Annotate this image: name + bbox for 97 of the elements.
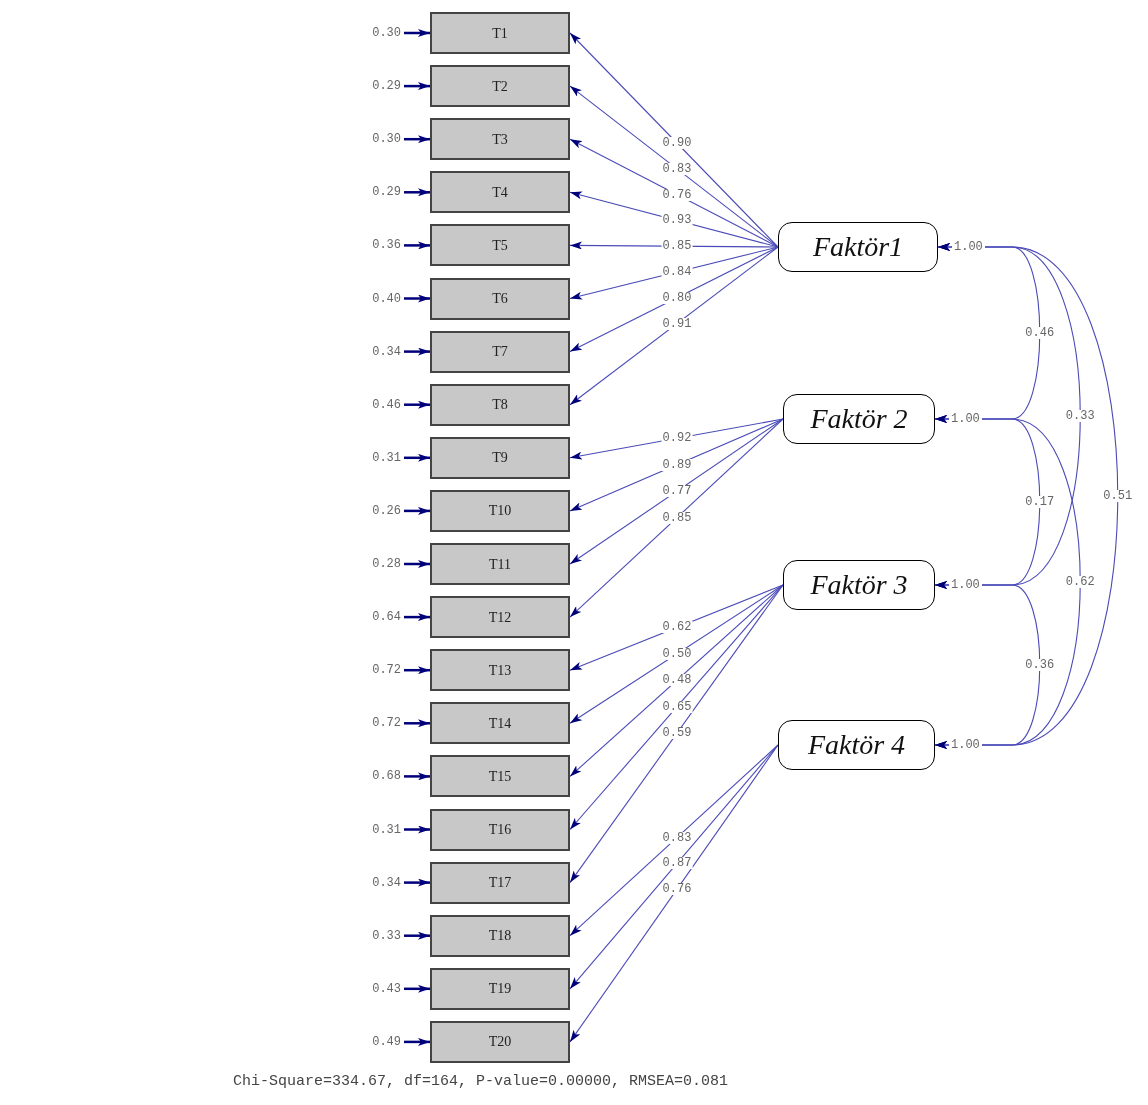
observed-variable-box: T11 <box>430 543 570 585</box>
edge-label: 0.34 <box>371 876 402 889</box>
observed-variable-box: T12 <box>430 596 570 639</box>
variance-label: 1.00 <box>949 739 982 751</box>
edge-label: 0.92 <box>661 432 693 445</box>
edge-label: 0.50 <box>661 647 693 660</box>
edge-label: 0.33 <box>371 929 402 942</box>
edge-label: 0.33 <box>1064 410 1096 422</box>
arrow <box>569 584 784 724</box>
arrow <box>404 29 430 37</box>
arrow <box>404 1037 430 1046</box>
edge-label: 0.83 <box>661 831 693 844</box>
arrow <box>404 719 430 728</box>
arrow <box>404 931 430 940</box>
arrow <box>569 85 779 248</box>
edge-label: 0.40 <box>371 292 402 305</box>
arrow <box>404 666 430 675</box>
arrow <box>569 418 784 565</box>
edge-label: 0.80 <box>661 291 693 304</box>
arrow <box>404 984 430 993</box>
edge-label: 0.59 <box>661 727 693 740</box>
observed-variable-box: T18 <box>430 914 570 957</box>
edge-label: 0.49 <box>371 1035 402 1048</box>
observed-variable-box: T7 <box>430 330 570 373</box>
edge-label: 0.76 <box>661 883 693 896</box>
edge-label: 0.89 <box>661 458 693 471</box>
observed-variable-box: T6 <box>430 277 570 320</box>
edge-label: 0.91 <box>661 317 693 330</box>
edge-label: 0.83 <box>661 162 693 175</box>
edge-label: 0.31 <box>371 451 402 464</box>
observed-variable-box: T20 <box>430 1020 570 1063</box>
edge-label: 0.62 <box>661 621 693 634</box>
observed-variable-box: T1 <box>430 12 570 54</box>
observed-variable-box: T10 <box>430 489 570 532</box>
arrow <box>569 418 784 618</box>
variance-label: 1.00 <box>949 413 982 425</box>
arrow <box>404 506 430 515</box>
observed-variable-box: T5 <box>430 224 570 267</box>
observed-variable-box: T3 <box>430 118 570 161</box>
arrow <box>404 772 430 781</box>
arrow <box>404 82 430 91</box>
edge-label: 0.62 <box>1064 576 1096 588</box>
edge-label: 0.85 <box>661 511 693 524</box>
edge-label: 0.93 <box>661 214 693 227</box>
arrow <box>569 744 779 1043</box>
arrow <box>404 241 430 250</box>
observed-variable-box: T15 <box>430 755 570 798</box>
observed-variable-box: T13 <box>430 649 570 692</box>
observed-variable-box: T14 <box>430 702 570 745</box>
edge-label: 0.51 <box>1102 490 1134 502</box>
arrow <box>404 135 430 144</box>
arrow <box>404 400 430 409</box>
observed-variable-box: T8 <box>430 383 570 426</box>
arrow <box>569 584 784 831</box>
edge-label: 0.28 <box>371 558 402 570</box>
observed-variable-box: T17 <box>430 861 570 904</box>
latent-variable-box: Faktör 3 <box>783 560 935 610</box>
edge-label: 0.65 <box>661 700 693 713</box>
edge-label: 0.46 <box>1024 327 1056 339</box>
arrow <box>569 584 784 777</box>
edge-label: 0.87 <box>661 857 693 870</box>
edge-label: 0.26 <box>371 504 402 517</box>
arrow <box>404 347 430 356</box>
edge-label: 0.36 <box>1024 659 1056 671</box>
edge-label: 0.84 <box>661 266 693 278</box>
edge-label: 0.34 <box>371 345 402 358</box>
observed-variable-box: T19 <box>430 967 570 1010</box>
edge-label: 0.76 <box>661 188 693 201</box>
edge-label: 0.90 <box>661 137 693 150</box>
latent-variable-box: Faktör 4 <box>778 720 935 770</box>
arrow <box>569 138 779 248</box>
observed-variable-box: T4 <box>430 171 570 214</box>
latent-variable-box: Faktör 2 <box>783 394 935 444</box>
arrow <box>404 878 430 887</box>
arrow <box>569 246 779 406</box>
edge-label: 0.48 <box>661 674 693 687</box>
arrow <box>404 613 430 622</box>
arrow <box>569 744 779 990</box>
arrow <box>404 453 430 462</box>
observed-variable-box: T9 <box>430 436 570 479</box>
variance-label: 1.00 <box>949 579 982 591</box>
arrow <box>569 584 784 884</box>
edge-label: 0.17 <box>1024 496 1056 508</box>
edge-label: 0.46 <box>371 398 402 411</box>
edge-label: 0.30 <box>371 27 402 39</box>
latent-variable-box: Faktör1 <box>778 222 938 272</box>
observed-variable-box: T16 <box>430 808 570 851</box>
variance-label: 1.00 <box>952 241 985 253</box>
edge-label: 0.43 <box>371 982 402 995</box>
fit-statistics-caption: Chi-Square=334.67, df=164, P-value=0.00000, RMSEA=0.081 <box>233 1074 729 1089</box>
arrow <box>404 560 430 568</box>
observed-variable-box: T2 <box>430 65 570 108</box>
edge-label: 0.77 <box>661 485 693 498</box>
arrow <box>404 188 430 197</box>
arrow <box>404 294 430 303</box>
arrow <box>404 825 430 834</box>
edge-label: 0.31 <box>371 823 402 836</box>
